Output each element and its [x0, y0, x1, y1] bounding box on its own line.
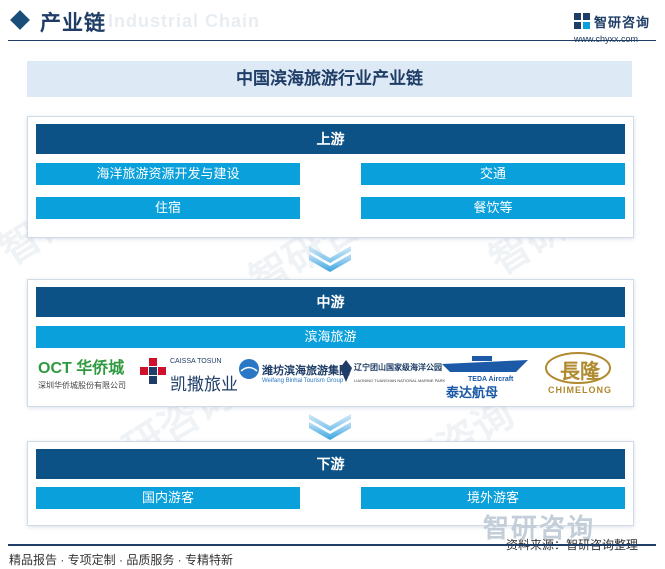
upstream-panel: 上游 海洋旅游资源开发与建设 交通 住宿 餐饮等 — [27, 116, 634, 238]
brand-logo-icon — [574, 13, 590, 29]
upstream-item: 海洋旅游资源开发与建设 — [36, 163, 300, 185]
brand-url: www.chyxx.com — [574, 34, 639, 44]
company-logo-caissa-mark: CAISSA TOSUN — [170, 358, 222, 365]
company-logo-teda: TEDA Aircraft 泰达航母 — [442, 354, 530, 400]
header-watermark: Industrial Chain — [108, 11, 261, 31]
upstream-item: 交通 — [361, 163, 625, 185]
tuanshan-emblem-icon — [340, 360, 352, 382]
weifang-circle-icon — [239, 359, 259, 379]
company-logo-tuanshan-name: LIAONING TUANSHAN NATIONAL MARINE PARK — [354, 378, 446, 383]
company-logo-oct: OCT 华侨城 深圳华侨城股份有限公司 — [38, 354, 136, 396]
company-logo-oct-name: 深圳华侨城股份有限公司 — [38, 381, 126, 390]
company-logo-oct-mark: OCT 华侨城 — [38, 360, 125, 377]
company-logo-weifang: 潍坊滨海旅游集团 Weifang Binhai Tourism Group — [238, 354, 350, 396]
footer-divider — [8, 544, 656, 546]
company-logo-chimelong: 長隆 CHIMELONG — [532, 352, 624, 398]
brand-logo: 智研咨询 www.chyxx.com — [574, 11, 658, 44]
upstream-header: 上游 — [36, 124, 625, 154]
diagram-title-banner: 中国滨海旅游行业产业链 — [27, 61, 632, 97]
downstream-header: 下游 — [36, 449, 625, 479]
chimelong-seal-icon — [545, 352, 611, 384]
flow-arrow-down-icon — [309, 414, 351, 440]
company-logo-caissa-name: 凯撒旅业 — [170, 375, 238, 394]
company-logo-weifang-name: Weifang Binhai Tourism Group — [262, 378, 344, 384]
downstream-item: 国内游客 — [36, 487, 300, 509]
company-logo-tuanshan: 辽宁团山国家级海洋公园 LIAONING TUANSHAN NATIONAL M… — [340, 354, 445, 396]
midstream-header: 中游 — [36, 287, 625, 317]
midstream-panel: 中游 滨海旅游 OCT 华侨城 深圳华侨城股份有限公司 CAISSA TOSUN… — [27, 279, 634, 407]
caissa-cross-icon — [140, 358, 166, 384]
company-logo-weifang-mark: 潍坊滨海旅游集团 — [262, 365, 350, 377]
company-logo-chimelong-name: CHIMELONG — [548, 385, 612, 395]
company-logo-teda-mark: TEDA Aircraft — [468, 376, 514, 383]
company-logo-chimelong-mark: 長隆 — [560, 361, 600, 383]
upstream-item: 住宿 — [36, 197, 300, 219]
company-logo-caissa: CAISSA TOSUN 凯撒旅业 — [140, 354, 238, 396]
brand-logo-text: 智研咨询 — [594, 15, 651, 30]
footer-watermark: 智研咨询 — [483, 513, 596, 543]
header-divider — [8, 40, 656, 41]
page-title: 产业链 — [40, 12, 106, 35]
teda-ship-icon — [442, 356, 528, 372]
diamond-icon — [10, 10, 30, 30]
footer-slogan: 精品报告 · 专项定制 · 品质服务 · 专精特新 — [9, 553, 233, 567]
midstream-subheader: 滨海旅游 — [36, 326, 625, 348]
downstream-item: 境外游客 — [361, 487, 625, 509]
company-logo-tuanshan-mark: 辽宁团山国家级海洋公园 — [354, 363, 442, 372]
page-header: Industrial Chain 产业链 智研咨询 www.chyxx.com — [0, 0, 665, 44]
upstream-item: 餐饮等 — [361, 197, 625, 219]
flow-arrow-down-icon — [309, 246, 351, 272]
downstream-panel: 下游 国内游客 境外游客 — [27, 441, 634, 526]
company-logo-teda-name: 泰达航母 — [446, 385, 499, 400]
diagram-title: 中国滨海旅游行业产业链 — [236, 69, 423, 88]
